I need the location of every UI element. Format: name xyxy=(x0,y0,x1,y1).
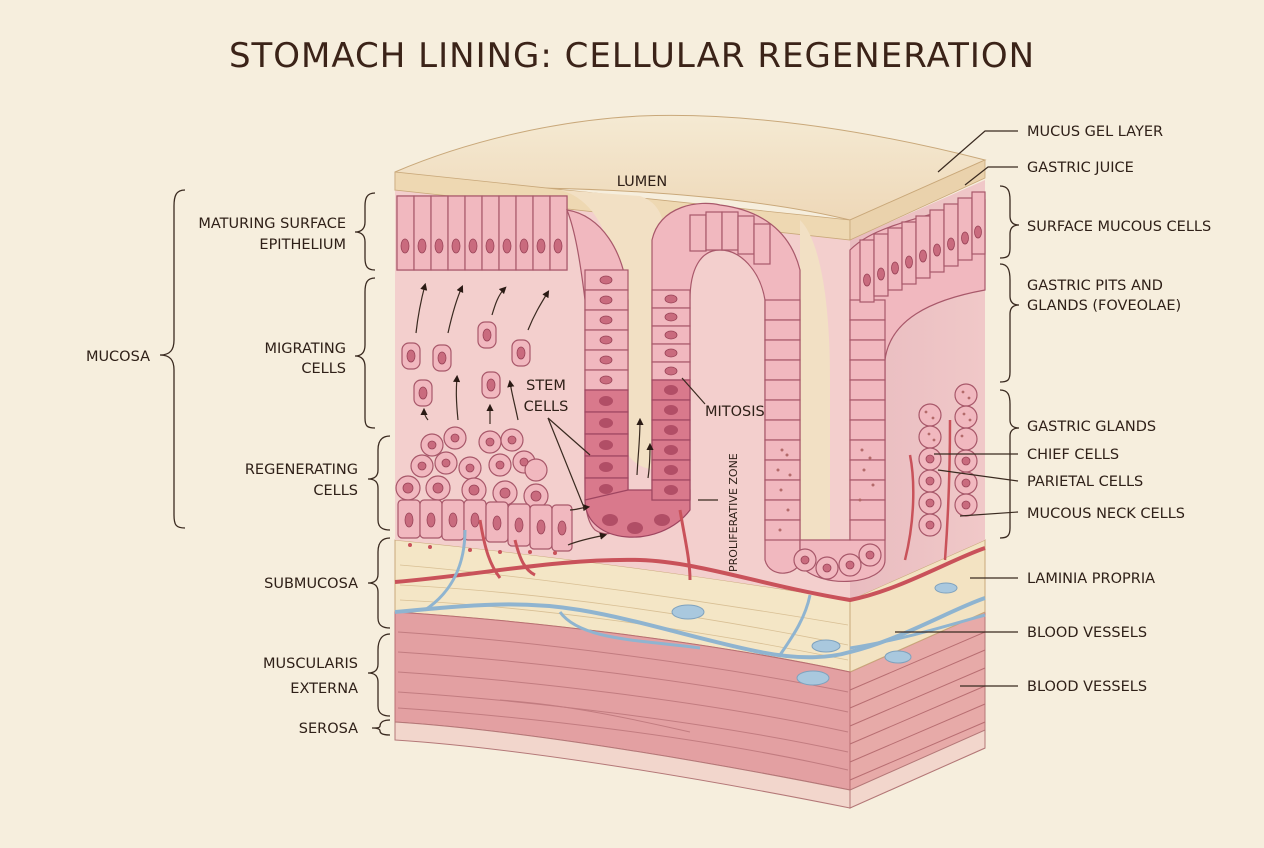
regenerating-cells-cluster xyxy=(395,426,573,552)
label-maturing-1: MATURING SURFACE xyxy=(198,216,346,232)
submucosa-fibers xyxy=(399,564,849,661)
left-annotations: MUCOSA MATURING SURFACE EPITHELIUM MIGRA… xyxy=(86,189,391,737)
label-muscularis-2: EXTERNA xyxy=(290,681,358,697)
label-parietal-cells: PARIETAL CELLS xyxy=(1027,474,1143,490)
label-mucosa: MUCOSA xyxy=(86,349,150,365)
pit-lumen-right xyxy=(800,220,830,568)
label-lumen: LUMEN xyxy=(617,174,668,190)
migrating-cells xyxy=(401,282,654,546)
label-regenerating-1: REGENERATING xyxy=(245,462,358,478)
muscle-fibers xyxy=(397,631,849,771)
serosa-layer xyxy=(394,721,851,809)
label-mucus-gel: MUCUS GEL LAYER xyxy=(1027,124,1163,140)
label-stem-1: STEM xyxy=(526,378,566,394)
label-lamina-propria: LAMINIA PROPRIA xyxy=(1027,571,1155,587)
surface-epithelium-left xyxy=(396,195,568,271)
left-gland xyxy=(566,209,691,538)
label-blood-vessels-2: BLOOD VESSELS xyxy=(1027,679,1147,695)
label-gastric-glands: GASTRIC GLANDS xyxy=(1027,419,1156,435)
label-chief-cells: CHIEF CELLS xyxy=(1027,447,1119,463)
label-blood-vessels-1: BLOOD VESSELS xyxy=(1027,625,1147,641)
label-pits-1: GASTRIC PITS AND xyxy=(1027,278,1163,294)
lamina-dots xyxy=(408,543,557,555)
label-regenerating-2: CELLS xyxy=(313,483,358,499)
pit-lumen-left xyxy=(560,190,665,470)
middle-gland xyxy=(651,202,801,574)
label-submucosa: SUBMUCOSA xyxy=(264,576,358,592)
blood-vessels xyxy=(394,419,986,660)
page-title: STOMACH LINING: CELLULAR REGENERATION xyxy=(228,36,1036,76)
label-gastric-juice: GASTRIC JUICE xyxy=(1027,160,1134,176)
gastric-gland-tubes xyxy=(918,383,978,537)
vessel-cross-sections xyxy=(671,582,958,686)
label-proliferative-zone: PROLIFERATIVE ZONE xyxy=(727,453,740,572)
tissue-block xyxy=(394,114,987,809)
label-serosa: SEROSA xyxy=(299,721,358,737)
label-migrating-1: MIGRATING xyxy=(264,341,346,357)
label-mucous-neck-cells: MUCOUS NECK CELLS xyxy=(1027,506,1185,522)
center-annotations: LUMEN STEM CELLS MITOSIS PROLIFERATIVE Z… xyxy=(524,174,765,572)
label-muscularis-1: MUSCULARIS xyxy=(263,656,358,672)
label-migrating-2: CELLS xyxy=(301,361,346,377)
mucus-gel-side xyxy=(849,159,986,241)
label-pits-2: GLANDS (FOVEOLAE) xyxy=(1027,298,1181,314)
label-surface-mucous: SURFACE MUCOUS CELLS xyxy=(1027,219,1211,235)
right-gland xyxy=(793,191,986,582)
label-maturing-2: EPITHELIUM xyxy=(259,237,346,253)
right-annotations: MUCUS GEL LAYER GASTRIC JUICE SURFACE MU… xyxy=(895,124,1211,695)
label-stem-2: CELLS xyxy=(524,399,569,415)
label-mitosis: MITOSIS xyxy=(705,404,765,420)
